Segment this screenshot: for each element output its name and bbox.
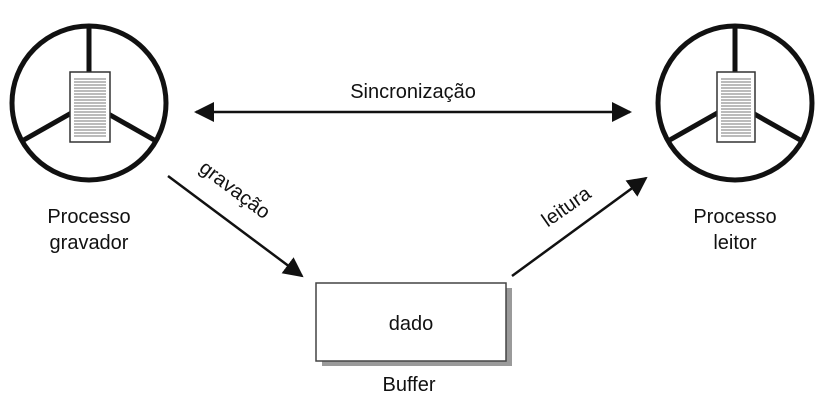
reader-process-icon <box>655 23 815 183</box>
reader-label-line2: leitor <box>713 232 757 254</box>
sync-label: Sincronização <box>350 81 476 103</box>
writer-label-line2: gravador <box>50 232 129 254</box>
writer-process-icon <box>9 23 169 183</box>
write-label: gravação <box>195 157 274 224</box>
buffer-box <box>315 282 512 366</box>
read-arrow <box>511 176 648 278</box>
reader-label-line1: Processo <box>693 206 776 228</box>
write-arrow <box>167 174 304 278</box>
buffer-content: dado <box>389 313 434 335</box>
writer-label-line1: Processo <box>47 206 130 228</box>
buffer-label: Buffer <box>383 374 436 396</box>
read-label: leitura <box>538 182 596 232</box>
